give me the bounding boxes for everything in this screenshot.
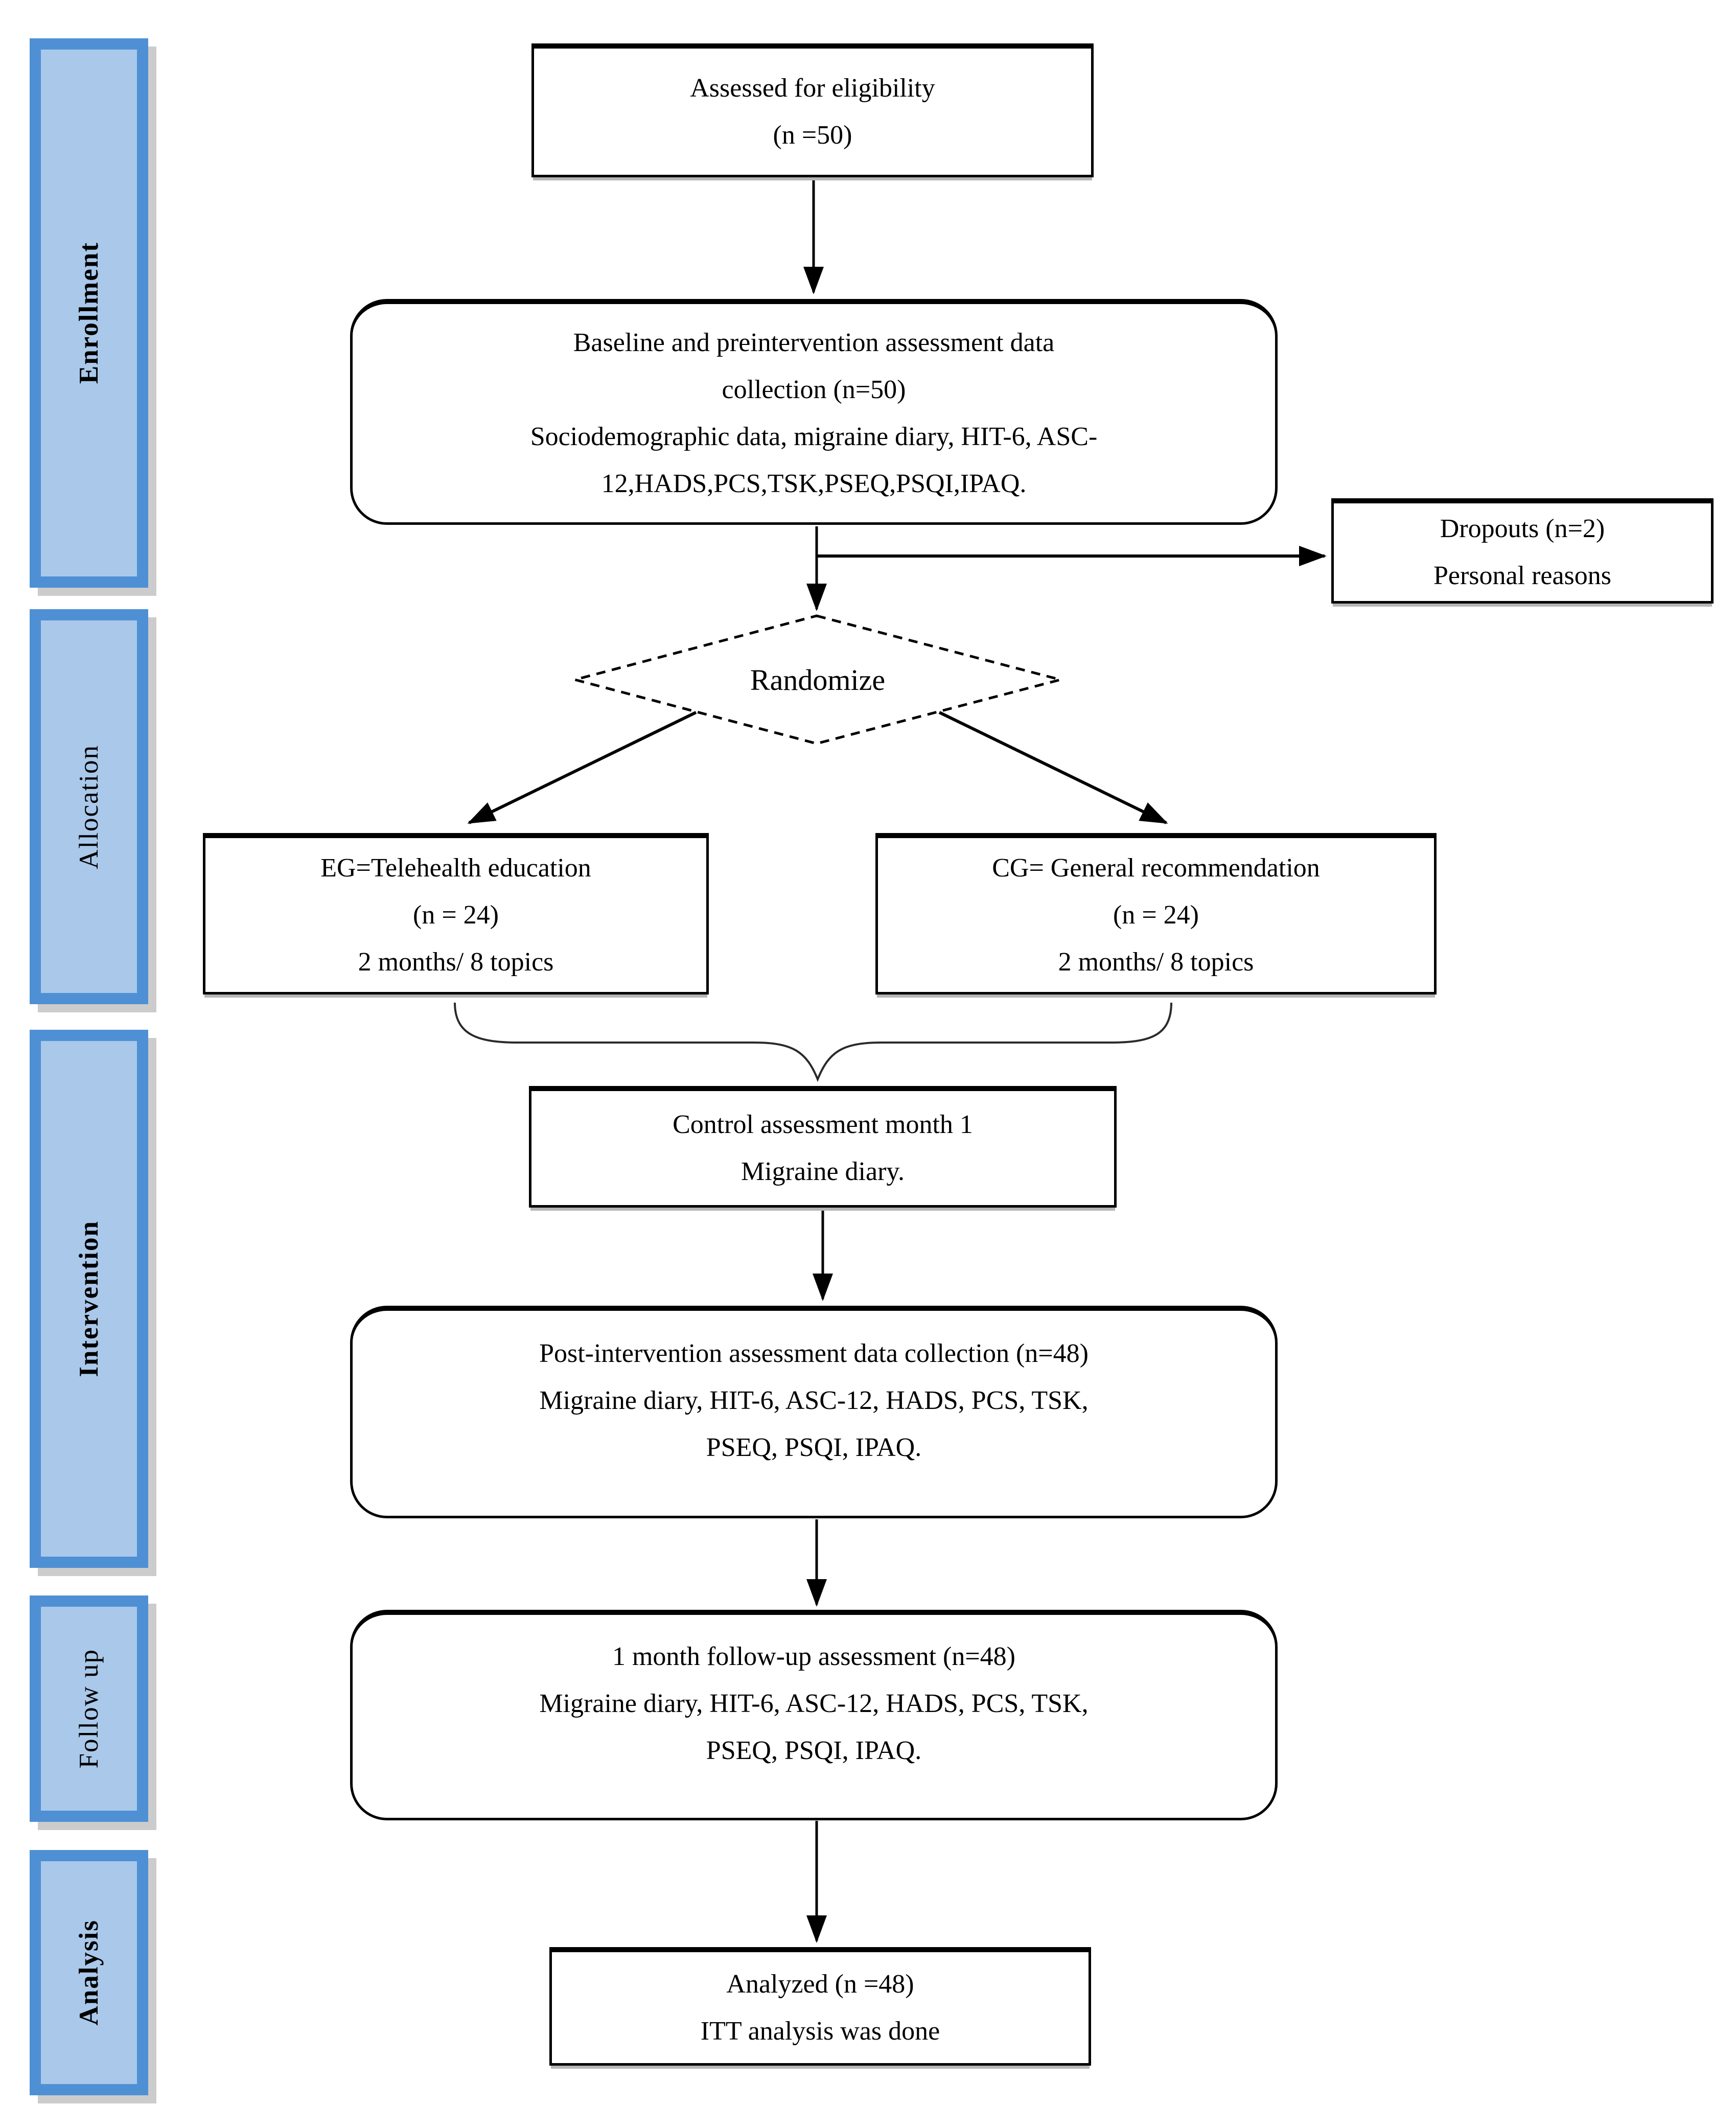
node-line: 2 months/ 8 topics (358, 947, 554, 977)
node-line: PSEQ, PSQI, IPAQ. (706, 1736, 922, 1765)
node-line: CG= General recommendation (992, 853, 1320, 883)
node-follow-up-assessment: 1 month follow-up assessment (n=48) Migr… (350, 1610, 1278, 1820)
node-assessed-for-eligibility: Assessed for eligibility (n =50) (531, 43, 1094, 177)
stage-follow-up: Follow up (30, 1595, 148, 1822)
node-line: PSEQ, PSQI, IPAQ. (706, 1432, 922, 1462)
node-line: Control assessment month 1 (673, 1109, 973, 1139)
node-line: Migraine diary, HIT-6, ASC-12, HADS, PCS… (539, 1688, 1089, 1718)
node-post-intervention: Post-intervention assessment data collec… (350, 1306, 1278, 1518)
node-line: (n = 24) (413, 900, 499, 930)
stage-enrollment: Enrollment (30, 38, 148, 588)
node-line: Sociodemographic data, migraine diary, H… (530, 422, 1098, 451)
node-line: Baseline and preintervention assessment … (573, 328, 1055, 357)
node-line: Dropouts (n=2) (1440, 514, 1605, 543)
stage-intervention: Intervention (30, 1030, 148, 1568)
node-randomize-label: Randomize (639, 649, 997, 710)
node-line: EG=Telehealth education (320, 853, 591, 883)
node-line: (n =50) (773, 120, 852, 150)
node-line: (n = 24) (1113, 900, 1199, 930)
node-control-group: CG= General recommendation (n = 24) 2 mo… (875, 833, 1437, 994)
node-line: Migraine diary, HIT-6, ASC-12, HADS, PCS… (539, 1385, 1089, 1415)
merge-brace (454, 1002, 1172, 1082)
stage-enrollment-label: Enrollment (74, 242, 104, 384)
node-dropouts: Dropouts (n=2) Personal reasons (1331, 498, 1714, 604)
node-line: 12,HADS,PCS,TSK,PSEQ,PSQI,IPAQ. (601, 469, 1027, 498)
stage-allocation: Allocation (30, 609, 148, 1004)
node-control-assessment: Control assessment month 1 Migraine diar… (529, 1086, 1117, 1208)
node-line: Analyzed (n =48) (726, 1969, 914, 1999)
stage-intervention-label: Intervention (74, 1220, 104, 1377)
node-line: collection (n=50) (722, 375, 906, 404)
stage-analysis-label: Analysis (74, 1919, 104, 2026)
node-line: 2 months/ 8 topics (1058, 947, 1254, 977)
stage-analysis: Analysis (30, 1850, 148, 2095)
arrow-randomize-to-cg (938, 711, 1168, 824)
node-line: Post-intervention assessment data collec… (539, 1338, 1089, 1368)
node-line: 1 month follow-up assessment (n=48) (612, 1641, 1015, 1671)
stage-follow-up-label: Follow up (74, 1649, 104, 1769)
node-line: Personal reasons (1433, 561, 1612, 590)
node-experimental-group: EG=Telehealth education (n = 24) 2 month… (203, 833, 709, 994)
node-baseline-assessment: Baseline and preintervention assessment … (350, 299, 1278, 525)
randomize-text: Randomize (750, 663, 886, 697)
node-line: Assessed for eligibility (690, 73, 935, 103)
randomize-diamond (570, 614, 1066, 745)
arrow-randomize-to-eg (467, 711, 697, 824)
node-line: ITT analysis was done (700, 2016, 940, 2046)
node-analyzed: Analyzed (n =48) ITT analysis was done (549, 1947, 1091, 2066)
node-line: Migraine diary. (740, 1156, 905, 1186)
stage-allocation-label: Allocation (74, 744, 104, 869)
